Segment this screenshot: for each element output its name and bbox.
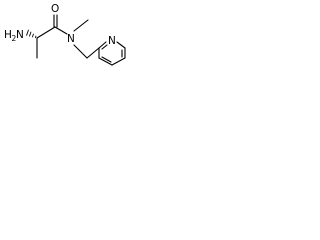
hashed-wedge-bond-amine — [26, 29, 37, 39]
carbonyl-oxygen-label: O — [51, 3, 59, 15]
amine-n-label: N — [16, 29, 24, 41]
bond-alpha-carbonyl — [36, 26, 56, 39]
pyridine-nitrogen-label: N — [108, 35, 116, 47]
bond-n-methyl — [73, 19, 89, 32]
amine-h-label: H — [4, 29, 12, 41]
pyridine-ring — [98, 41, 126, 66]
bond-ch2-pyridine — [86, 47, 100, 59]
amine-h-subscript: 2 — [12, 34, 17, 43]
bond-n-ch2 — [73, 44, 88, 59]
molecule-structure: H 2 N O N N — [4, 3, 126, 66]
bond-carbonyl-amide-n — [54, 26, 68, 35]
amide-nitrogen-label: N — [67, 33, 75, 45]
